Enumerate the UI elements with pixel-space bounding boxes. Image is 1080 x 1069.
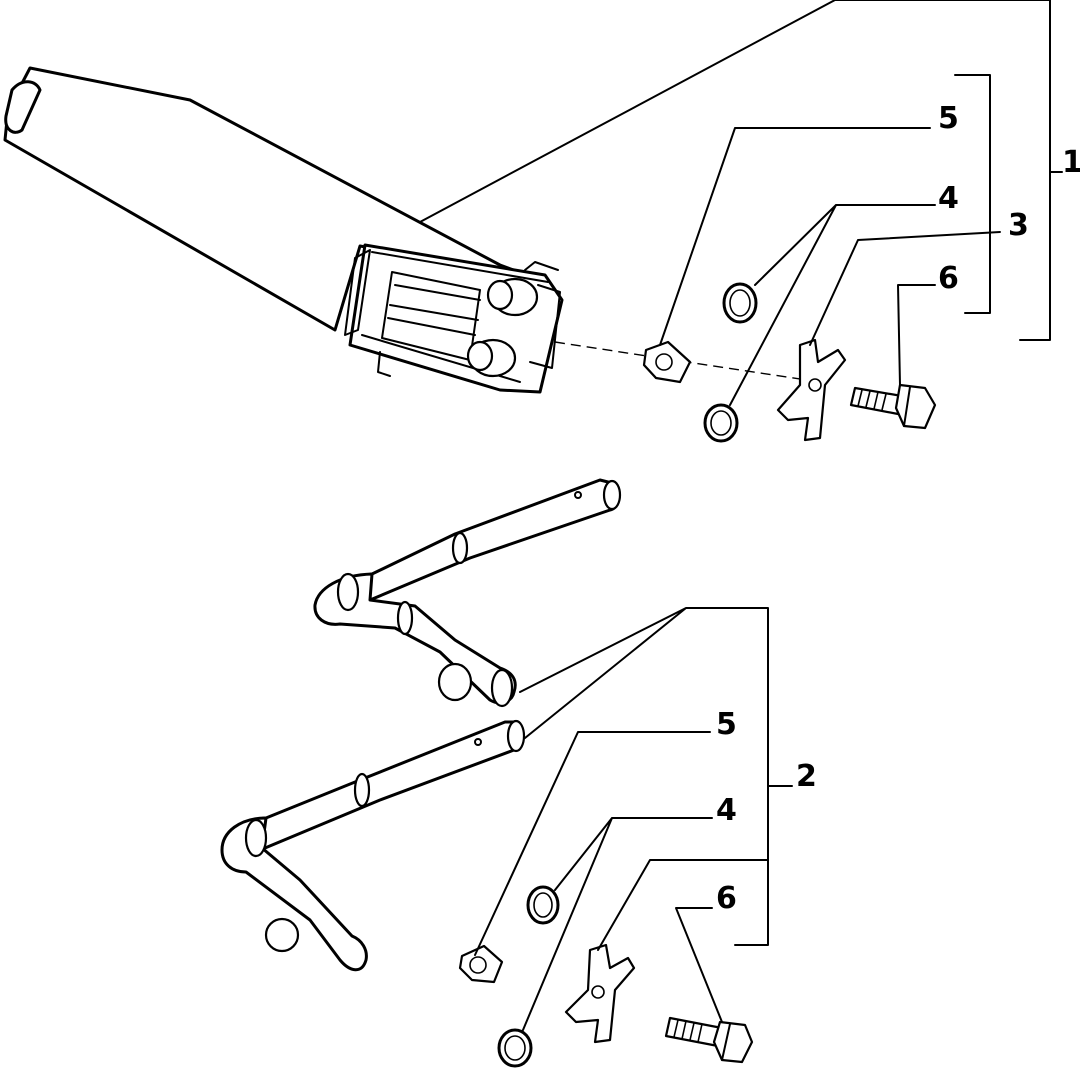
- callout-1: 1: [1062, 145, 1080, 180]
- heater-core: [3, 66, 564, 394]
- o-ring-bottom-upper: [526, 885, 560, 925]
- hex-bolt-top: [849, 383, 937, 430]
- leader-6-top: [897, 284, 936, 386]
- heater-pipe-lower: [220, 719, 526, 972]
- callout-5-bottom: 5: [716, 707, 737, 742]
- bracket-group-top: [954, 74, 991, 314]
- callout-3-top: 3: [1008, 208, 1029, 243]
- leader-4-bottom: [522, 817, 713, 1031]
- alignment-line: [554, 341, 821, 383]
- callout-4-top: 4: [938, 181, 959, 216]
- bracket-clip-bottom: [564, 943, 636, 1044]
- leader-4-top: [729, 204, 936, 406]
- square-nut-bottom: [458, 944, 504, 984]
- o-ring-top-upper: [722, 282, 758, 324]
- leader-5-top: [659, 127, 931, 346]
- callout-4-bottom: 4: [716, 793, 737, 828]
- square-nut-top: [642, 340, 692, 384]
- callout-2: 2: [796, 759, 817, 794]
- leader-3-top: [809, 231, 1001, 346]
- bracket-clip-top: [776, 338, 847, 442]
- callout-6-top: 6: [938, 261, 959, 296]
- leader-5-bottom: [474, 731, 711, 956]
- callout-6-bottom: 6: [716, 881, 737, 916]
- callout-5-top: 5: [938, 101, 959, 136]
- leader-1: [419, 0, 1051, 341]
- leader-6-bottom: [675, 907, 723, 1023]
- o-ring-bottom-lower: [497, 1028, 533, 1068]
- hex-bolt-bottom: [664, 1016, 754, 1064]
- leader-3-bottom: [597, 859, 769, 951]
- leader-2: [519, 607, 769, 946]
- o-ring-top-lower: [703, 403, 739, 443]
- heater-pipe-upper: [313, 478, 622, 708]
